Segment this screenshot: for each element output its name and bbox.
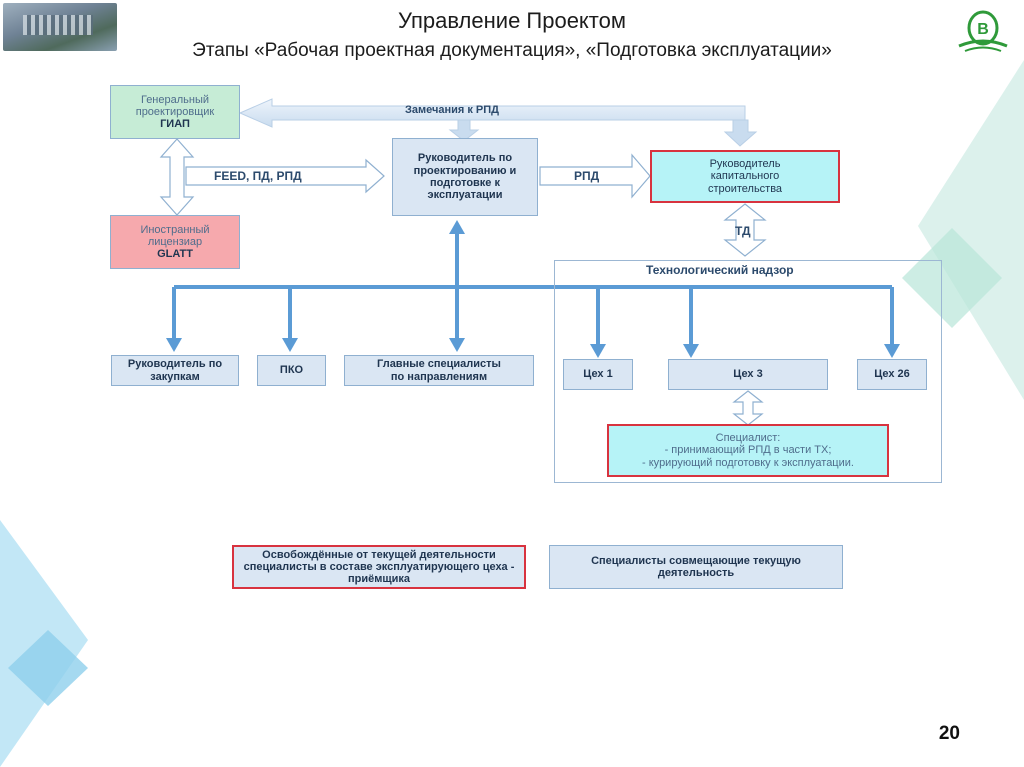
general-designer-line3: ГИАП xyxy=(160,118,190,131)
plant-photo xyxy=(3,3,117,51)
legend-freed-specialists: Освобождённые от текущей деятельности сп… xyxy=(232,545,526,589)
specialist-node: Специалист: - принимающий РПД в части ТХ… xyxy=(607,424,889,477)
shop1-node: Цех 1 xyxy=(563,359,633,390)
specialist-line2: - принимающий РПД в части ТХ; xyxy=(664,444,832,457)
remarks-arrow xyxy=(238,98,758,147)
shop26-node: Цех 26 xyxy=(857,359,927,390)
tech-supervision-label: Технологический надзор xyxy=(646,263,794,277)
distribution-lines xyxy=(166,220,900,358)
company-logo: В xyxy=(955,6,1011,54)
procurement-head-node: Руководитель по закупкам xyxy=(111,355,239,386)
specialist-line3: - курирующий подготовку к эксплуатации. xyxy=(642,456,854,469)
licensor-line3: GLATT xyxy=(157,248,193,261)
chief-specialists-node: Главные специалисты по направлениям xyxy=(344,355,534,386)
tech-supervision-frame xyxy=(554,260,942,483)
pko-node: ПКО xyxy=(257,355,326,386)
td-label: ТД xyxy=(735,224,751,238)
remarks-label: Замечания к РПД xyxy=(405,104,500,116)
rpd-label: РПД xyxy=(574,169,600,183)
svg-text:В: В xyxy=(977,21,989,38)
specialist-line1: Специалист: xyxy=(715,432,781,445)
td-double-arrow xyxy=(723,203,767,257)
page-number: 20 xyxy=(938,723,960,744)
licensor-node: Иностранный лицензиар GLATT xyxy=(110,215,240,269)
design-head-node: Руководитель по проектированию и подгото… xyxy=(392,138,538,216)
legend-combined-specialists: Специалисты совмещающие текущую деятельн… xyxy=(549,545,843,589)
general-designer-node: Генеральный проектировщик ГИАП xyxy=(110,85,240,139)
page-title: Управление Проектом xyxy=(398,8,626,33)
feed-label: FEED, ПД, РПД xyxy=(214,169,302,183)
deco-shape-right-green xyxy=(918,60,1024,400)
shop3-node: Цех 3 xyxy=(668,359,828,390)
general-designer-line2: проектировщик xyxy=(135,105,215,118)
rpd-arrow xyxy=(539,153,651,199)
deco-shape-right-green-dark xyxy=(902,228,1002,328)
licensor-line2: лицензиар xyxy=(147,235,203,248)
logo-icon: В xyxy=(958,10,1008,52)
page-subtitle: Этапы «Рабочая проектная документация», … xyxy=(192,40,832,61)
plant-photo-structure xyxy=(23,15,93,35)
licensor-line1: Иностранный xyxy=(140,223,210,236)
deco-shape-left-blue-dark xyxy=(8,630,88,706)
construction-head-node: Руководитель капитального строительства xyxy=(650,150,840,203)
feed-arrow xyxy=(185,158,385,194)
general-designer-line1: Генеральный xyxy=(140,93,210,106)
